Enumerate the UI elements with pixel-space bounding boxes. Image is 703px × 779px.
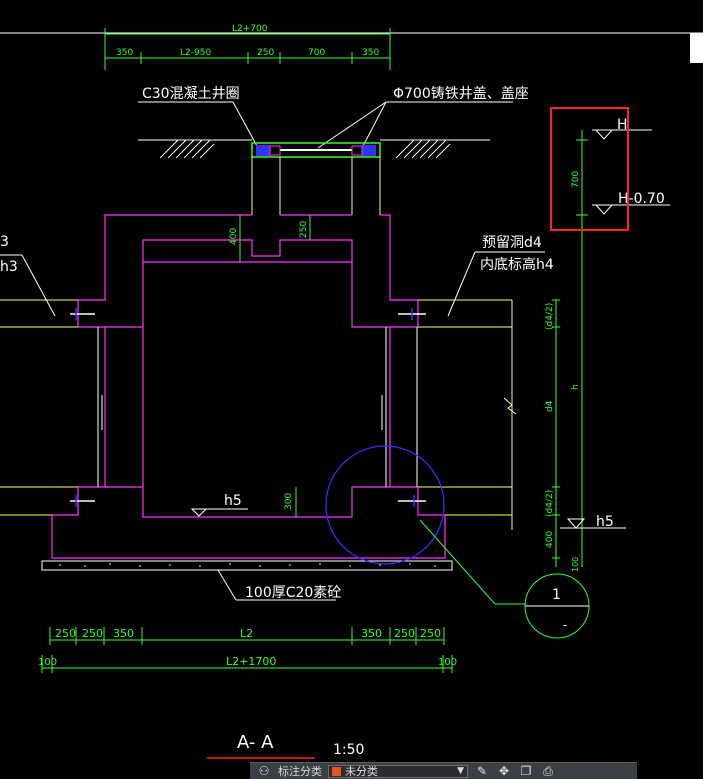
pipe-markers [70, 308, 426, 507]
highlight-box [550, 107, 629, 231]
dim-100-right: 100 [571, 557, 580, 572]
label-h5-right: h5 [596, 514, 614, 530]
print-icon[interactable]: ⎙ [543, 763, 553, 778]
top-dimension-chain [104, 28, 391, 70]
elev-H-minus-label: H-0.70 [618, 191, 665, 207]
shaft-neck [251, 157, 381, 215]
elev-mark-h5-inner [190, 508, 208, 517]
label-h3-a: 3 [0, 234, 9, 250]
label-inner-bottom: 内底标高h4 [480, 256, 554, 273]
label-reserved-hole: 预留洞d4 [482, 235, 542, 251]
move-icon[interactable]: ✥ [498, 764, 510, 778]
elev-mark-H-minus [594, 204, 614, 215]
elev-mark-h5-right [566, 518, 586, 529]
label-reserved-leader [447, 251, 476, 317]
dim-bottom-left-100: 100 [38, 657, 57, 668]
dim-bottom-seg-3: 350 [113, 627, 134, 640]
detail-callout-top: 1 [552, 587, 561, 603]
copy-icon[interactable]: ❐ [520, 764, 532, 778]
dim-top-seg-1: 350 [116, 48, 133, 58]
pipes [0, 299, 513, 530]
elev-H-label: H [617, 117, 628, 133]
manhole-cover-assembly [251, 142, 381, 158]
label-h3-b: h3 [0, 259, 18, 275]
category-select-value: 未分类 [345, 765, 378, 778]
dim-bottom-seg-5: 350 [361, 627, 382, 640]
annotation-toolbar: ⚇ 标注分类 未分类 ▼ ✎ ✥ ❐ ⎙ [250, 762, 637, 779]
dim-bottom-seg-7: 250 [420, 627, 441, 640]
elev-mark-H [594, 129, 614, 140]
dim-300: 300 [284, 493, 294, 510]
dim-250-upper: 250 [299, 221, 309, 238]
dim-top-seg-5: 350 [362, 48, 379, 58]
dim-h: h [571, 384, 581, 390]
dim-700-right: 700 [571, 171, 581, 188]
dim-bottom-seg-2: 250 [82, 627, 103, 640]
dim-top-seg-3: 250 [257, 48, 274, 58]
dim-bottom-seg-1: 250 [55, 627, 76, 640]
detail-leader [419, 519, 496, 605]
dim-d4: d4 [545, 400, 555, 412]
annotation-category-select[interactable]: 未分类 ▼ [328, 764, 468, 778]
label-cover: Φ700铸铁井盖、盖座 [393, 86, 529, 102]
section-title: A- A [237, 732, 274, 753]
link-icon[interactable]: ⚇ [258, 764, 270, 778]
base-slab-speckle [59, 563, 436, 567]
ground-hatch-left [159, 139, 215, 159]
dim-bottom-total: L2+1700 [226, 655, 276, 668]
dim-400-upper: 400 [229, 228, 239, 245]
dim-top-total: L2+700 [232, 24, 268, 34]
edit-icon[interactable]: ✎ [476, 764, 488, 778]
category-color-swatch [332, 766, 341, 776]
dim-bottom-seg-6: 250 [394, 627, 415, 640]
section-scale: 1:50 [333, 742, 364, 758]
dim-bottom-right-100: 100 [438, 657, 457, 668]
dim-d4-half-b: (d4/2) [545, 490, 555, 517]
label-h5-inner: h5 [224, 493, 242, 509]
detail-circle[interactable] [325, 445, 445, 565]
frame-corner [690, 33, 703, 63]
label-h3-leader [21, 254, 56, 317]
label-cover-leader-2 [361, 101, 387, 149]
ground-hatch-right [395, 139, 451, 159]
inner-wall-lines [97, 327, 418, 487]
dim-d4-half-a: (d4/2) [545, 303, 555, 330]
label-ring-leader [232, 101, 259, 149]
label-ring: C30混凝土井圈 [142, 86, 240, 102]
detail-callout-bottom: - [563, 618, 567, 632]
label-cover-leader-1 [317, 101, 387, 149]
label-base: 100厚C20素砼 [245, 585, 341, 601]
bottom-dimension-chain [41, 627, 453, 673]
chevron-down-icon: ▼ [457, 766, 464, 776]
dim-bottom-seg-4: L2 [240, 627, 253, 640]
label-base-leader [217, 569, 237, 601]
dim-top-seg-4: 700 [308, 48, 325, 58]
annotation-category-label: 标注分类 [278, 765, 322, 778]
base-slab [41, 560, 453, 571]
dim-top-seg-2: L2-950 [180, 48, 211, 58]
right-dimension-chain [552, 130, 588, 567]
break-line [503, 397, 517, 415]
dim-400-lower: 400 [545, 531, 555, 548]
